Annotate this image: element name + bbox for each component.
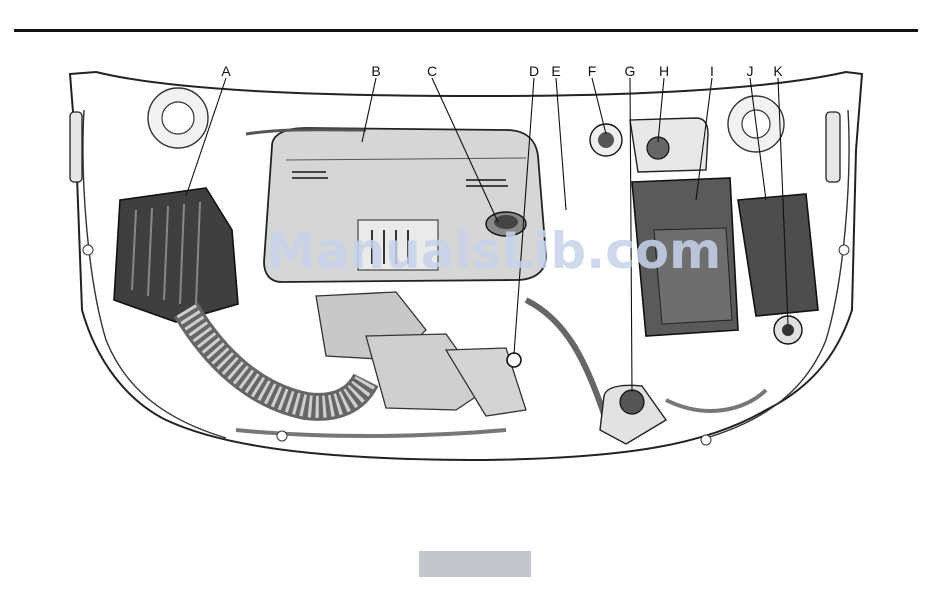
callout-f: F <box>588 63 597 79</box>
callout-h: H <box>659 63 669 79</box>
watermark-text: ManualsLib.com <box>266 222 721 280</box>
top-rule <box>14 29 918 32</box>
callout-j: J <box>747 63 754 79</box>
page-number-placeholder <box>419 551 531 577</box>
callout-g: G <box>625 63 636 79</box>
callout-d: D <box>529 63 539 79</box>
callout-a: A <box>221 63 231 79</box>
callout-k: K <box>773 63 783 79</box>
callout-c: C <box>427 63 437 79</box>
callout-e: E <box>551 63 560 79</box>
callout-i: I <box>710 63 714 79</box>
callout-b: B <box>371 63 380 79</box>
